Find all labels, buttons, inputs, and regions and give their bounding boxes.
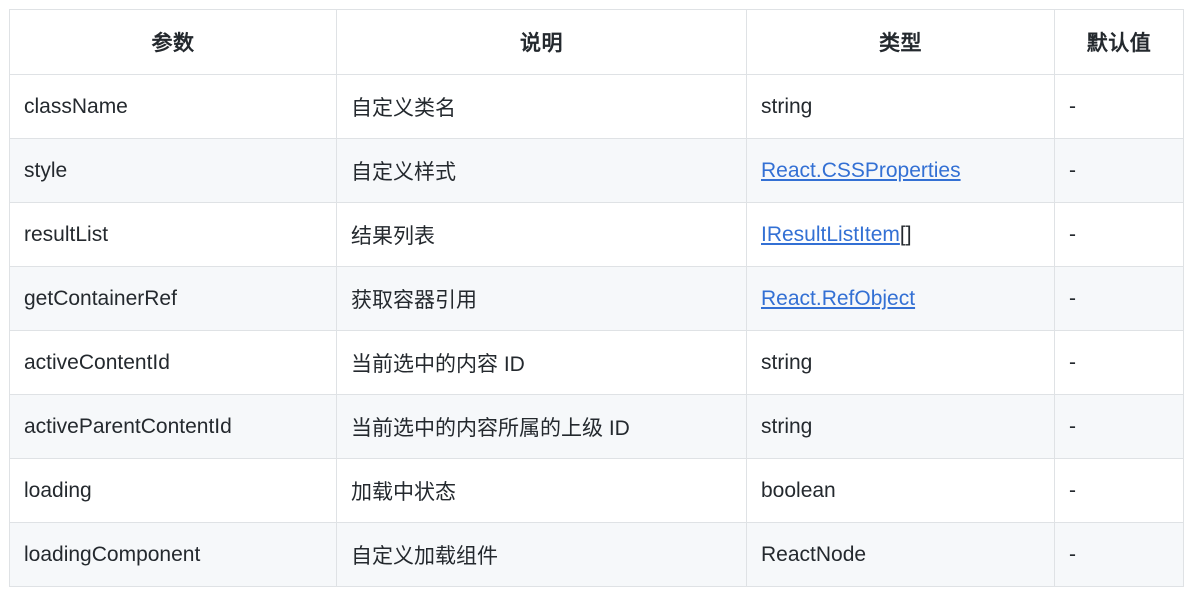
- column-header-description: 说明: [336, 9, 747, 75]
- cell-default: -: [1054, 266, 1184, 331]
- type-text: string: [761, 94, 813, 118]
- default-value: -: [1069, 286, 1076, 310]
- cell-type: ReactNode: [746, 522, 1055, 587]
- cell-param: activeContentId: [9, 330, 337, 395]
- type-link[interactable]: IResultListItem: [761, 222, 900, 246]
- default-value: -: [1069, 414, 1076, 438]
- type-text: boolean: [761, 478, 836, 502]
- cell-type: string: [746, 330, 1055, 395]
- default-value: -: [1069, 350, 1076, 374]
- table-header-row: 参数 说明 类型 默认值: [9, 9, 1184, 75]
- cell-description: 结果列表: [336, 202, 747, 267]
- cell-description: 自定义类名: [336, 74, 747, 139]
- type-text: string: [761, 350, 813, 374]
- cell-description: 获取容器引用: [336, 266, 747, 331]
- cell-param: loading: [9, 458, 337, 523]
- cell-default: -: [1054, 330, 1184, 395]
- type-text: string: [761, 414, 813, 438]
- cell-default: -: [1054, 138, 1184, 203]
- column-header-type: 类型: [746, 9, 1055, 75]
- cell-description: 当前选中的内容所属的上级 ID: [336, 394, 747, 459]
- column-header-param: 参数: [9, 9, 337, 75]
- cell-description: 加载中状态: [336, 458, 747, 523]
- type-suffix: []: [899, 222, 912, 246]
- cell-default: -: [1054, 394, 1184, 459]
- cell-default: -: [1054, 74, 1184, 139]
- default-value: -: [1069, 94, 1076, 118]
- type-link[interactable]: React.CSSProperties: [761, 158, 961, 182]
- default-value: -: [1069, 478, 1076, 502]
- cell-param: style: [9, 138, 337, 203]
- cell-param: activeParentContentId: [9, 394, 337, 459]
- cell-default: -: [1054, 458, 1184, 523]
- column-header-default: 默认值: [1054, 9, 1184, 75]
- cell-default: -: [1054, 522, 1184, 587]
- cell-description: 自定义加载组件: [336, 522, 747, 587]
- cell-description: 当前选中的内容 ID: [336, 330, 747, 395]
- type-link[interactable]: React.RefObject: [761, 286, 916, 310]
- cell-type: string: [746, 394, 1055, 459]
- cell-type: React.RefObject: [746, 266, 1055, 331]
- table-header: 参数 说明 类型 默认值: [9, 9, 1184, 75]
- cell-param: getContainerRef: [9, 266, 337, 331]
- cell-param: className: [9, 74, 337, 139]
- cell-type: boolean: [746, 458, 1055, 523]
- cell-default: -: [1054, 202, 1184, 267]
- default-value: -: [1069, 222, 1076, 246]
- type-text: ReactNode: [761, 542, 867, 566]
- cell-type: IResultListItem[]: [746, 202, 1055, 267]
- default-value: -: [1069, 542, 1076, 566]
- default-value: -: [1069, 158, 1076, 182]
- cell-param: resultList: [9, 202, 337, 267]
- cell-type: string: [746, 74, 1055, 139]
- cell-type: React.CSSProperties: [746, 138, 1055, 203]
- cell-description: 自定义样式: [336, 138, 747, 203]
- cell-param: loadingComponent: [9, 522, 337, 587]
